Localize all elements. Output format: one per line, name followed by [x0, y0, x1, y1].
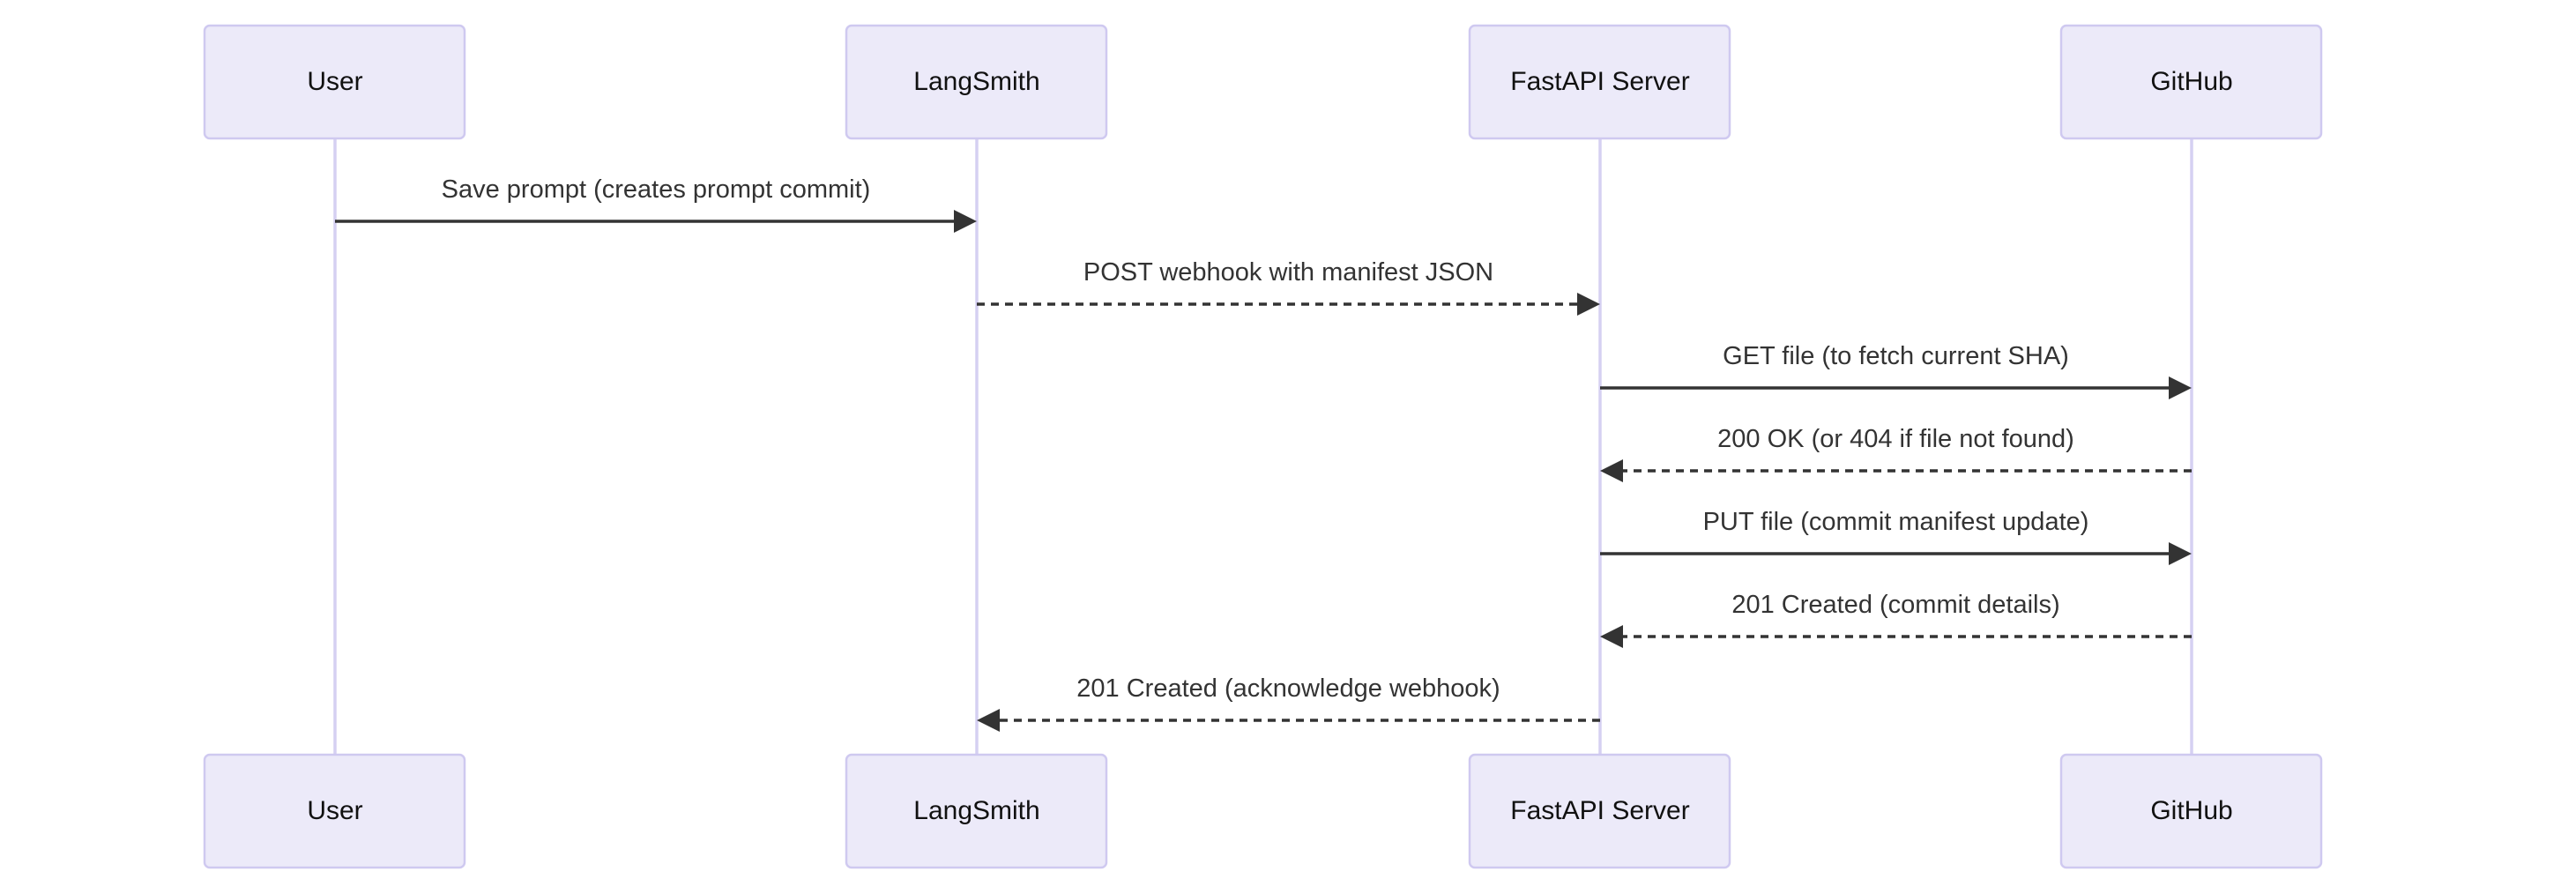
participant-box-user-top [203, 24, 466, 140]
message-arrowhead-1 [954, 210, 977, 233]
participant-box-fastapi-top [1468, 24, 1731, 140]
participant-box-user-bottom [203, 753, 466, 869]
messages-layer: Save prompt (creates prompt commit) POST … [335, 175, 2192, 732]
message-label-7: 201 Created (acknowledge webhook) [1076, 674, 1500, 703]
participant-box-github-top [2059, 24, 2323, 140]
participant-label-user-bottom: User [307, 796, 362, 825]
participant-label-github-top: GitHub [2150, 67, 2232, 96]
message-arrowhead-5 [2169, 542, 2192, 565]
message-5[interactable]: PUT file (commit manifest update) [1600, 508, 2192, 565]
message-3[interactable]: GET file (to fetch current SHA) [1600, 342, 2192, 399]
lifelines-layer [333, 138, 2193, 755]
message-6[interactable]: 201 Created (commit details) [1600, 591, 2192, 648]
message-arrowhead-2 [1577, 293, 1600, 316]
participant-box-langsmith-bottom [845, 753, 1108, 869]
participant-label-fastapi-bottom: FastAPI Server [1510, 796, 1689, 825]
actors-bottom-layer: User LangSmith FastAPI Server GitHub [203, 753, 2323, 869]
participant-label-user-top: User [307, 67, 362, 96]
participant-box-github-bottom [2059, 753, 2323, 869]
message-arrowhead-7 [977, 709, 1000, 732]
message-arrowhead-4 [1600, 459, 1623, 482]
participant-label-langsmith-top: LangSmith [913, 67, 1039, 96]
message-arrowhead-6 [1600, 625, 1623, 648]
message-label-1: Save prompt (creates prompt commit) [442, 175, 871, 204]
participant-label-fastapi-top: FastAPI Server [1510, 67, 1689, 96]
message-label-4: 200 OK (or 404 if file not found) [1717, 425, 2074, 453]
participant-user-bottom[interactable]: User [203, 753, 466, 869]
participant-github-top[interactable]: GitHub [2059, 24, 2323, 140]
message-7[interactable]: 201 Created (acknowledge webhook) [977, 674, 1600, 732]
participant-langsmith-bottom[interactable]: LangSmith [845, 753, 1108, 869]
participant-fastapi-top[interactable]: FastAPI Server [1468, 24, 1731, 140]
message-label-2: POST webhook with manifest JSON [1083, 258, 1493, 287]
actors-top-layer: User LangSmith FastAPI Server GitHub [203, 24, 2323, 140]
participant-fastapi-bottom[interactable]: FastAPI Server [1468, 753, 1731, 869]
message-label-5: PUT file (commit manifest update) [1703, 508, 2089, 536]
participant-box-fastapi-bottom [1468, 753, 1731, 869]
message-4[interactable]: 200 OK (or 404 if file not found) [1600, 425, 2192, 482]
participant-box-langsmith-top [845, 24, 1108, 140]
message-arrowhead-3 [2169, 376, 2192, 399]
participant-langsmith-top[interactable]: LangSmith [845, 24, 1108, 140]
message-1[interactable]: Save prompt (creates prompt commit) [335, 175, 977, 233]
participant-user-top[interactable]: User [203, 24, 466, 140]
participant-github-bottom[interactable]: GitHub [2059, 753, 2323, 869]
message-label-3: GET file (to fetch current SHA) [1723, 342, 2069, 370]
participant-label-github-bottom: GitHub [2150, 796, 2232, 825]
message-2[interactable]: POST webhook with manifest JSON [977, 258, 1600, 316]
message-label-6: 201 Created (commit details) [1731, 591, 2059, 619]
participant-label-langsmith-bottom: LangSmith [913, 796, 1039, 825]
